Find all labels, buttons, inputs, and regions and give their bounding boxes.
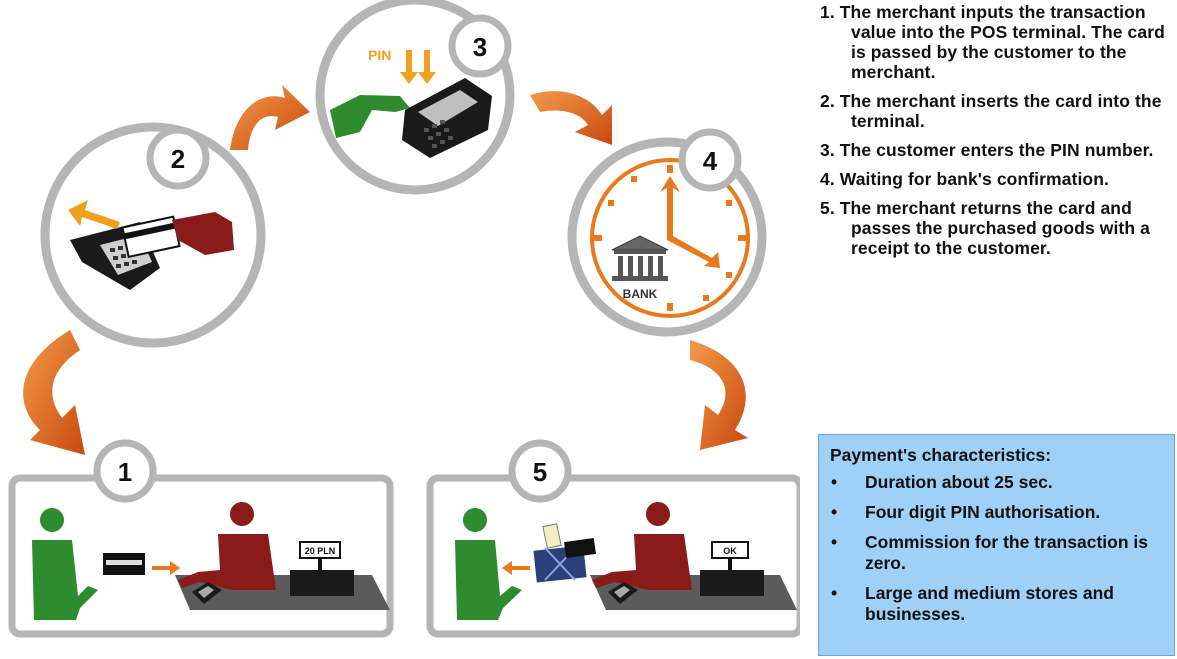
step-2-number: 2 xyxy=(171,144,185,174)
pos-terminal-icon xyxy=(402,78,492,158)
pos-terminal-icon xyxy=(608,582,638,604)
step-5-number: 5 xyxy=(533,457,547,487)
step-5-scene: OK 5 xyxy=(426,439,800,638)
merchant-figure-icon xyxy=(592,502,692,590)
payment-process-diagram: 2 PIN 3 xyxy=(8,0,800,638)
arrow-3-to-4 xyxy=(530,91,612,145)
step-3-number-badge xyxy=(448,14,512,78)
arrow-4-to-5 xyxy=(690,340,748,450)
bullet-icon: • xyxy=(831,472,838,492)
card-icon xyxy=(103,553,145,575)
step-2-circle: 2 xyxy=(40,122,266,348)
merchant-hand-icon xyxy=(172,212,234,255)
step-1-number: 1 xyxy=(118,457,132,487)
pass-arrow-icon xyxy=(152,561,180,575)
customer-figure-icon xyxy=(32,508,98,620)
characteristic-text: Large and medium stores and businesses. xyxy=(865,583,1114,624)
return-arrow-icon xyxy=(502,561,530,575)
step-descriptions: 1. The merchant inputs the transaction v… xyxy=(820,2,1175,267)
step-2-description: 2. The merchant inserts the card into th… xyxy=(820,91,1162,131)
characteristics-title: Payment's characteristics: xyxy=(830,445,1052,465)
bullet-icon: • xyxy=(831,532,838,552)
register-display: 20 PLN xyxy=(305,546,336,556)
step-3-description: 3. The customer enters the PIN number. xyxy=(820,140,1154,160)
step-1-description: 1. The merchant inputs the transaction v… xyxy=(820,2,1165,82)
bank-icon: BANK xyxy=(611,235,669,301)
payment-characteristics-box: Payment's characteristics: • Duration abo… xyxy=(818,434,1175,656)
step-1-number-badge xyxy=(93,439,157,503)
characteristic-item: • Duration about 25 sec. xyxy=(819,472,1174,493)
receipt-icon xyxy=(542,523,562,549)
step-1-scene: 20 PLN 1 xyxy=(8,439,394,638)
characteristic-text: Duration about 25 sec. xyxy=(865,472,1053,492)
step-4-circle: BANK 4 xyxy=(567,128,767,337)
step-3-circle: PIN 3 xyxy=(315,0,515,195)
clock-icon xyxy=(590,158,750,318)
bank-label: BANK xyxy=(623,287,658,301)
step-4-number-badge xyxy=(678,128,742,192)
step-5-description: 5. The merchant returns the card and pas… xyxy=(820,198,1150,258)
step-2-number-badge xyxy=(146,126,210,190)
characteristics-list: • Duration about 25 sec. • Four digit PIN … xyxy=(819,472,1174,625)
customer-hand-icon xyxy=(330,95,410,138)
arrow-1-to-2 xyxy=(23,330,85,455)
insert-arrow-icon xyxy=(68,200,120,229)
step-5-number-badge xyxy=(508,439,572,503)
pin-label: PIN xyxy=(368,47,391,63)
step-4-description: 4. Waiting for bank's confirmation. xyxy=(820,169,1109,189)
characteristic-item: • Large and medium stores and businesses. xyxy=(819,583,1174,625)
customer-figure-icon xyxy=(455,508,522,620)
arrow-2-to-3 xyxy=(230,85,310,150)
pin-down-arrows-icon xyxy=(400,50,436,84)
bullet-icon: • xyxy=(831,502,838,522)
merchant-figure-icon xyxy=(178,502,276,590)
bullet-icon: • xyxy=(831,583,838,603)
characteristic-item: • Four digit PIN authorisation. xyxy=(819,502,1174,523)
step-3-number: 3 xyxy=(473,32,487,62)
pos-terminal-icon xyxy=(192,582,222,604)
card-icon xyxy=(564,537,596,559)
cash-register-icon: 20 PLN xyxy=(290,541,354,596)
characteristic-item: • Commission for the transaction is zero. xyxy=(819,532,1174,574)
characteristic-text: Four digit PIN authorisation. xyxy=(865,502,1101,522)
cash-register-icon: OK xyxy=(700,541,764,596)
register-display: OK xyxy=(723,546,737,556)
step-4-number: 4 xyxy=(703,146,718,176)
characteristic-text: Commission for the transaction is zero. xyxy=(865,532,1148,573)
